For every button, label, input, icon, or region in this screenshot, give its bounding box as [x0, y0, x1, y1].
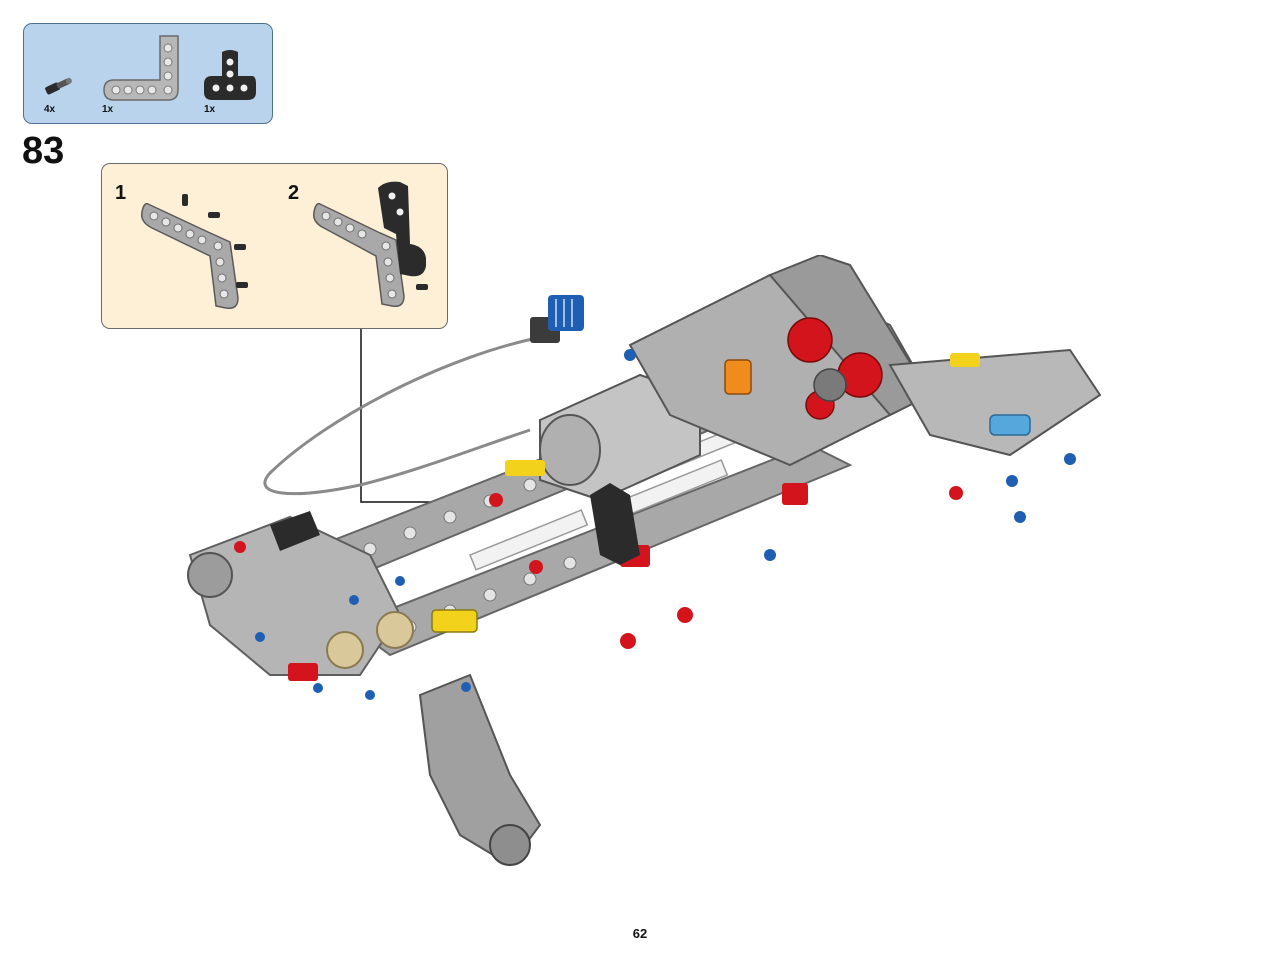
part-qty-axle-pin: 4x — [44, 104, 56, 115]
cable-connector-icon — [530, 295, 584, 343]
substep-number-1: 1 — [115, 182, 127, 204]
substep-2-illustration — [312, 181, 428, 308]
motor-cable — [263, 335, 543, 496]
page-number: 62 — [632, 926, 648, 941]
step-number: 83 — [22, 130, 65, 172]
axle-pin-icon — [45, 77, 72, 95]
differential-gear-icon — [326, 611, 414, 669]
part-qty-l-beam: 1x — [102, 104, 114, 115]
motor-icon — [505, 373, 701, 502]
subassembly-box: 1 2 — [101, 163, 448, 329]
substep-1-illustration — [140, 194, 248, 310]
substep-number-2: 2 — [288, 182, 300, 204]
l-beam-icon — [103, 35, 179, 101]
parts-list-box: 4x 1x 1x — [23, 23, 273, 124]
model-assembly-illustration — [187, 255, 1102, 867]
part-qty-t-beam: 1x — [204, 104, 216, 115]
t-beam-icon — [204, 50, 256, 100]
red-gear-icon — [787, 317, 883, 420]
